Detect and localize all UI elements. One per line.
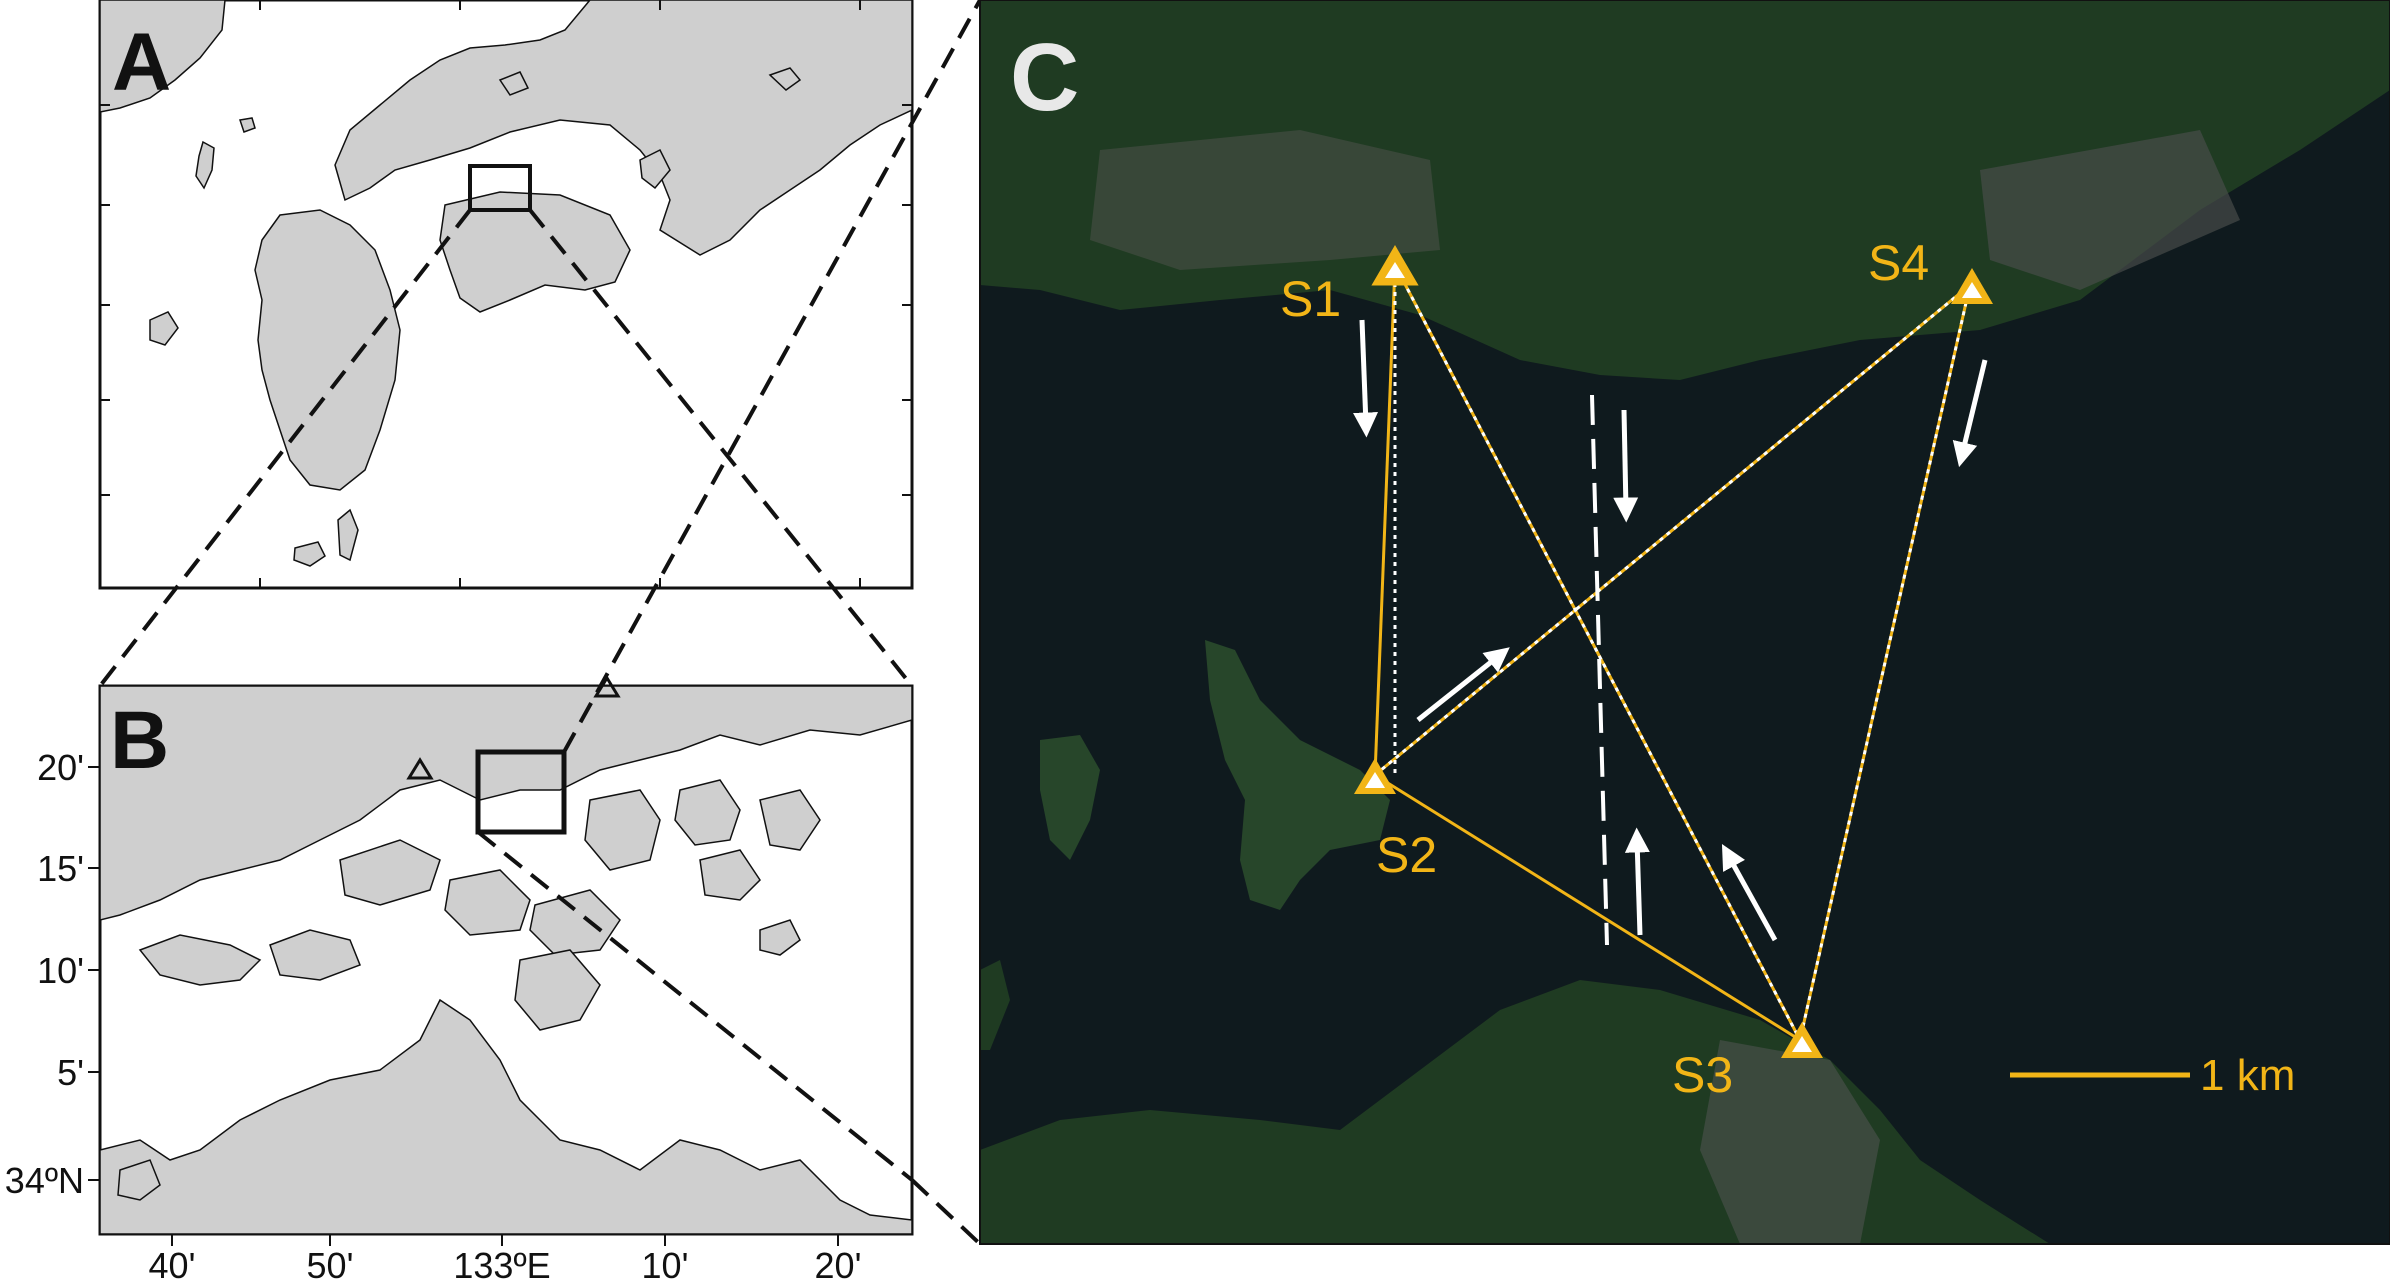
flow-arrow <box>1624 827 1650 936</box>
flow-arrow <box>1613 409 1639 523</box>
south-town <box>1700 1040 1880 1244</box>
island-b10 <box>514 949 601 1031</box>
island-b5 <box>529 889 621 956</box>
west-shore-land <box>980 960 1010 1050</box>
island-b7 <box>674 779 741 846</box>
panel-b-lat-axis: 20' 15' 10' 5' 34ºN <box>5 747 100 1201</box>
awaji-island <box>639 148 671 190</box>
panel-c-frame <box>979 0 2390 1245</box>
lat-tick-label: 20' <box>37 747 84 788</box>
island-b2 <box>269 929 361 981</box>
panel-b-inset-box <box>475 749 567 835</box>
station-s1-marker-inner <box>1385 262 1405 278</box>
lat-tick-label: 34ºN <box>5 1160 84 1201</box>
small-island-a3 <box>498 71 530 96</box>
station-s4-marker-inner <box>1962 282 1982 298</box>
panel-a-ticks <box>100 0 912 588</box>
island-b11 <box>759 919 801 956</box>
flow-arrow <box>1721 844 1778 942</box>
kyushu-landmass <box>254 209 401 491</box>
lon-tick-label: 133ºE <box>453 1245 550 1284</box>
northeast-shipyard <box>1980 130 2240 290</box>
lon-tick-label: 10' <box>642 1245 689 1284</box>
large-island <box>1205 640 1390 910</box>
honshu-landmass <box>334 0 912 256</box>
island-b8 <box>759 789 821 851</box>
flow-arrow <box>1952 359 1988 468</box>
station-s2-label: S2 <box>1376 827 1437 883</box>
shikoku-landmass <box>439 191 631 313</box>
panel-b: B 20' 15' 10' 5' 34ºN 40' 50' 133ºE 10' … <box>5 675 914 1284</box>
tanegashima-island <box>337 508 359 562</box>
island-b6 <box>584 789 661 871</box>
island-b3 <box>339 839 441 906</box>
lat-tick-label: 10' <box>37 950 84 991</box>
panel-a: A <box>98 0 914 590</box>
honshu-coast-b <box>100 686 912 921</box>
panel-a-letter: A <box>112 17 171 108</box>
lon-tick-label: 50' <box>307 1245 354 1284</box>
station-s2-marker-inner <box>1365 772 1385 788</box>
lat-tick-label: 15' <box>37 848 84 889</box>
korea-landmass <box>100 0 226 113</box>
panel-a-inset-box <box>468 164 532 212</box>
lon-tick-label: 40' <box>149 1245 196 1284</box>
flow-arrow <box>1353 319 1379 438</box>
panel-c-letter: C <box>1010 24 1079 131</box>
shikoku-coast-b <box>100 998 912 1234</box>
lon-tick-label: 20' <box>815 1245 862 1284</box>
station-s4-label: S4 <box>1868 235 1929 291</box>
station-s1-label: S1 <box>1280 271 1341 327</box>
yakushima-island <box>293 541 326 567</box>
panel-b-lon-axis: 40' 50' 133ºE 10' 20' <box>149 1234 862 1284</box>
small-island-a1 <box>239 117 256 133</box>
station-s3-marker-inner <box>1792 1036 1812 1052</box>
survey-paths <box>1373 264 1972 1042</box>
flow-arrows <box>1353 319 1988 942</box>
island-b1 <box>138 934 262 986</box>
panel-b-letter: B <box>110 695 169 786</box>
stations: S1 S2 S3 S4 <box>1280 235 1993 1103</box>
scale-bar: 1 km <box>2010 1051 2295 1100</box>
island-b4 <box>444 869 531 936</box>
north-shore-land <box>980 0 2390 380</box>
island-b9 <box>699 849 761 901</box>
north-town <box>1090 130 1440 270</box>
small-island-a2 <box>768 67 802 91</box>
island-b12 <box>117 1159 161 1201</box>
station-triangle-west <box>406 757 434 780</box>
tsushima-island <box>195 140 215 190</box>
small-island <box>1040 735 1100 860</box>
flow-arrow <box>1416 647 1510 722</box>
panel-c: S1 S2 S3 S4 1 km C <box>979 0 2390 1245</box>
zoom-connectors <box>98 0 982 1246</box>
goto-islands <box>149 311 179 346</box>
station-s3-label: S3 <box>1672 1047 1733 1103</box>
central-dashed-line <box>1590 394 1609 946</box>
scale-bar-label: 1 km <box>2200 1051 2295 1100</box>
lat-tick-label: 5' <box>57 1052 84 1093</box>
